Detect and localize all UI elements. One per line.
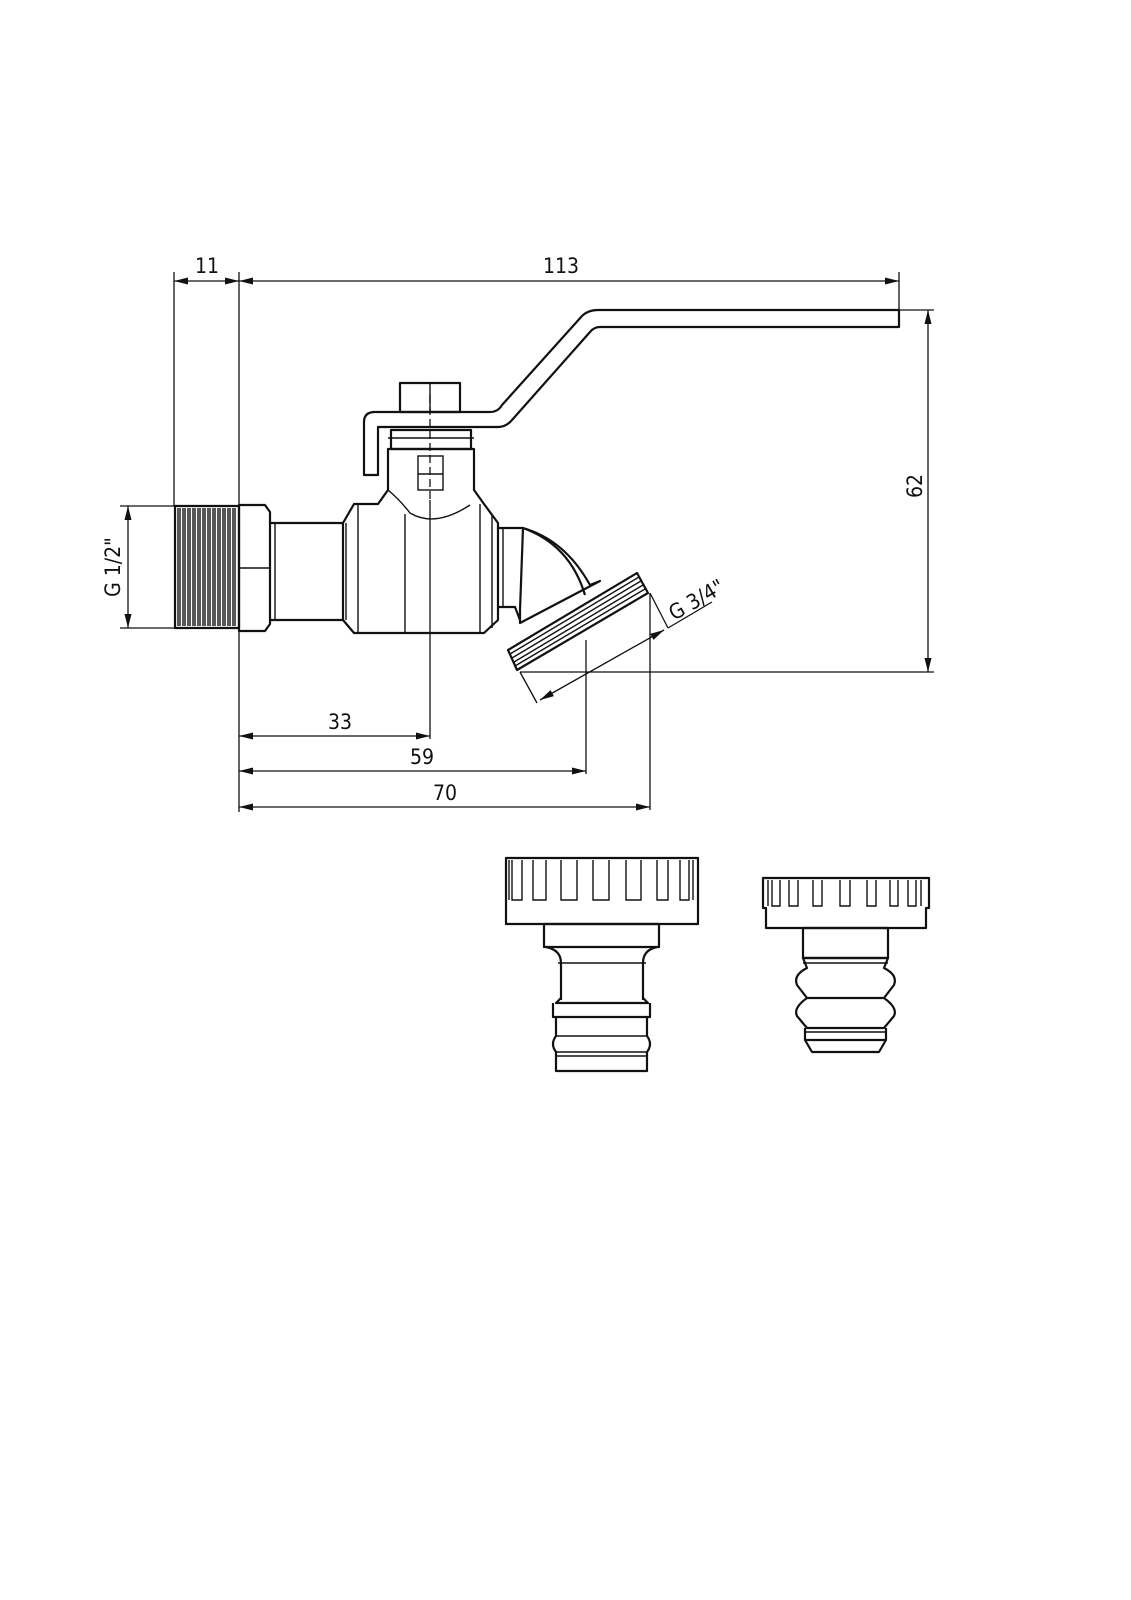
dim-label-11: 11 <box>195 254 219 278</box>
dim-label-113: 113 <box>543 254 579 278</box>
valve-body <box>173 381 602 635</box>
dim-g34-line <box>539 629 665 701</box>
hose-connector-small <box>761 876 931 1054</box>
dim-label-62: 62 <box>903 474 927 498</box>
inlet-thread-lines <box>177 508 236 626</box>
dim-label-g12: G 1/2" <box>101 537 125 597</box>
handle-lever[interactable] <box>362 308 901 477</box>
dim-label-70: 70 <box>433 781 457 805</box>
dim-label-59: 59 <box>410 745 434 769</box>
dim-label-g34: G 3/4" <box>665 575 729 626</box>
outlet-thread <box>506 571 650 672</box>
stem-square-mark <box>417 455 444 491</box>
dim-label-33: 33 <box>328 710 352 734</box>
dimension-lines <box>120 272 934 812</box>
hose-connector-large <box>504 856 700 1073</box>
